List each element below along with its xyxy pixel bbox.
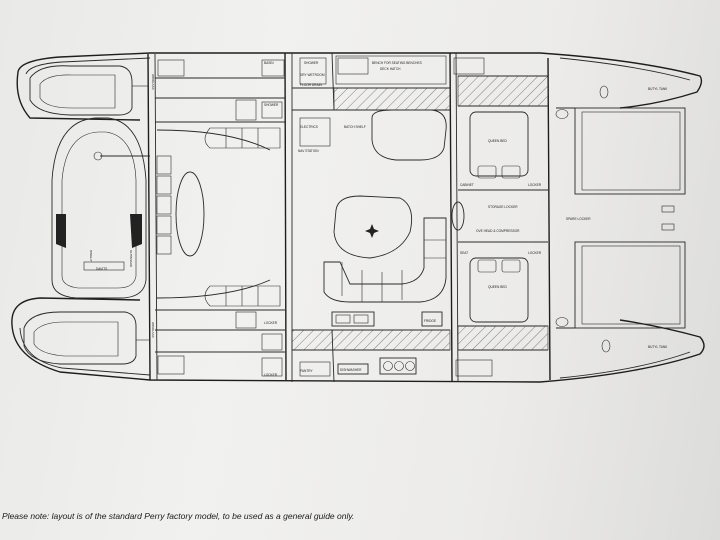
label-dinghy: DINGHY xyxy=(89,250,93,262)
label-queen-bed-bottom: QUEEN BED xyxy=(488,285,507,289)
label-davits: DAVITS xyxy=(96,267,107,271)
label-outboard: OUTBOARD xyxy=(129,250,133,268)
hatch-oval xyxy=(451,201,465,231)
label-electrics: ELECTRICS xyxy=(300,125,318,129)
label-shower-left: SHOWER xyxy=(264,103,279,107)
label-dry-wetroom: DRY WETROOM xyxy=(300,73,325,77)
disclaimer-note: Please note: layout is of the standard P… xyxy=(2,511,355,521)
hull-outline xyxy=(11,52,705,383)
port-hull-rooms xyxy=(157,55,493,377)
label-floor-drain: FLOOR DRAIN xyxy=(300,83,322,87)
horizontal-walls xyxy=(155,75,548,353)
dinghy xyxy=(51,117,150,299)
label-locker-2: LOCKER xyxy=(264,373,278,377)
label-windlass-bottom: WINDLASS xyxy=(151,322,155,338)
label-basin: BASIN xyxy=(264,61,274,65)
label-chart-table: SEAT xyxy=(460,251,468,255)
label-locker-1: LOCKER xyxy=(264,321,278,325)
label-butyl-tank-top: BUTYL TANK xyxy=(648,87,668,91)
hatched-areas xyxy=(291,75,549,351)
hull-stairs xyxy=(235,59,285,377)
label-fridge: FRIDGE xyxy=(424,319,436,323)
cockpit xyxy=(156,127,281,307)
label-deck-hatch: DECK HATCH xyxy=(380,67,401,71)
cabin-beds xyxy=(469,111,529,323)
bulkheads xyxy=(147,52,551,383)
port-bow-pod xyxy=(29,65,133,116)
netting-area xyxy=(132,85,150,341)
room-labels: BASIN SHOWER DRY WETROOM FLOOR DRAIN SHO… xyxy=(89,61,668,377)
label-pantry: PANTRY xyxy=(300,369,314,373)
bow-cabins xyxy=(555,85,686,353)
label-cabinet: CABINET xyxy=(460,183,474,187)
starboard-bow-pod xyxy=(23,311,137,365)
saloon-seating xyxy=(323,109,447,303)
label-nav-station: NAV STATION xyxy=(298,149,319,153)
label-locker-3: LOCKER xyxy=(528,251,542,255)
label-dishwasher: DISHWASHER xyxy=(340,368,362,372)
galley xyxy=(331,311,443,375)
label-spare-locker: SPARE LOCKER xyxy=(566,217,591,221)
label-queen-bed-top: QUEEN BED xyxy=(488,139,507,143)
label-locker-4: LOCKER xyxy=(528,183,542,187)
label-storage-locker: STORAGE LOCKER xyxy=(488,205,518,209)
label-bench-seats: BENCH FOR SEATING BENCHES xyxy=(372,61,422,65)
label-shower-top: SHOWER xyxy=(304,61,319,65)
label-batch-shelf: BATCH SHELF xyxy=(344,125,366,129)
label-over-head-compressor: OVE HEAD & COMPRESSOR xyxy=(476,229,520,233)
label-butyl-tank-bottom: BUTYL TANK xyxy=(648,345,668,349)
label-windlass-top: WINDLASS xyxy=(151,74,155,90)
